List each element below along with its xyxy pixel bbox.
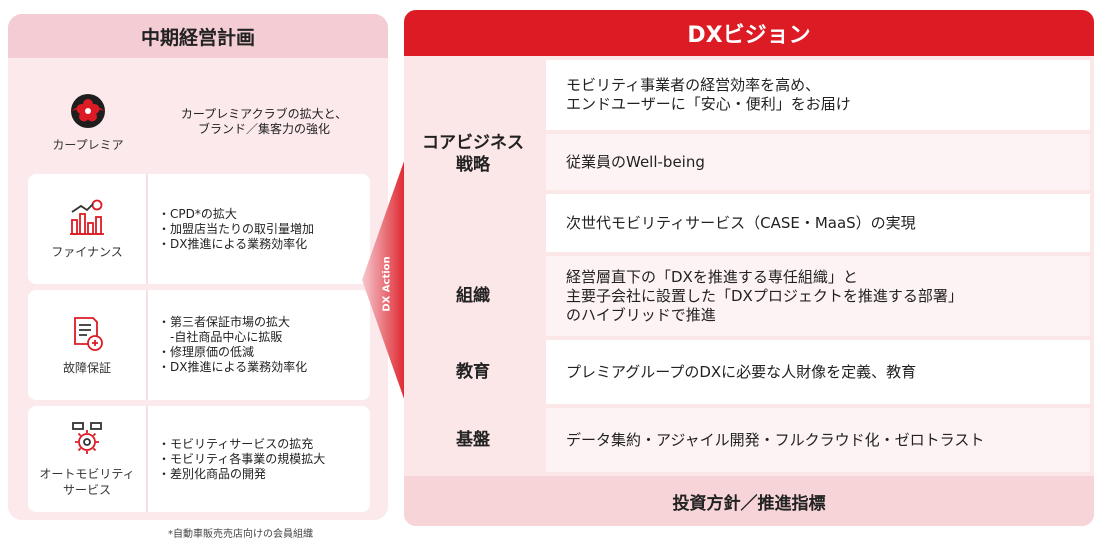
dx-vision-title: DXビジョン [404, 10, 1094, 56]
business-unit-auto-mobility: オートモビリティ サービス ・モビリティサービスの拡充 ・モビリティ各事業の規模… [28, 406, 370, 512]
business-unit-car-premia: カープレミア カープレミアクラブの拡大と、 ブランド／集客力の強化 [28, 66, 370, 178]
vision-item: データ集約・アジャイル開発・フルクラウド化・ゼロトラスト [546, 408, 1090, 472]
mid-term-plan-panel: 中期経営計画 [8, 14, 388, 520]
mobility-gear-icon [67, 420, 107, 460]
row-core-business: コアビジネス戦略 モビリティ事業者の経営効率を高め、 エンドユーザーに「安心・便… [404, 56, 1094, 252]
business-units: カープレミア カープレミアクラブの拡大と、 ブランド／集客力の強化 [8, 58, 388, 520]
unit-description: ・第三者保証市場の拡大 -自社商品中心に拡販 ・修理原価の低減 ・DX推進による… [158, 315, 308, 374]
vision-item: 従業員のWell-being [546, 134, 1090, 190]
row-organization: 組織 経営層直下の「DXを推進する専任組織」と 主要子会社に設置した「DXプロジ… [404, 256, 1094, 336]
vision-item: 次世代モビリティサービス（CASE・MaaS）の実現 [546, 194, 1090, 252]
mid-term-plan-title: 中期経営計画 [8, 14, 388, 58]
dx-action-label: DX Action [382, 256, 394, 312]
row-label: 基盤 [456, 430, 490, 450]
business-unit-warranty: 故障保証 ・第三者保証市場の拡大 -自社商品中心に拡販 ・修理原価の低減 ・DX… [28, 290, 370, 400]
warranty-document-icon [67, 314, 107, 354]
vision-item: 経営層直下の「DXを推進する専任組織」と 主要子会社に設置した「DXプロジェクト… [546, 256, 1090, 336]
investment-policy-footer: 投資方針／推進指標 [404, 476, 1094, 526]
vision-item: モビリティ事業者の経営効率を高め、 エンドユーザーに「安心・便利」をお届け [546, 60, 1090, 130]
unit-description: ・CPD*の拡大 ・加盟店当たりの取引量増加 ・DX推進による業務効率化 [158, 206, 315, 251]
premia-flower-logo-icon [68, 91, 108, 131]
row-label: 組織 [456, 286, 490, 306]
row-label: 教育 [456, 362, 490, 382]
row-infrastructure: 基盤 データ集約・アジャイル開発・フルクラウド化・ゼロトラスト [404, 408, 1094, 472]
unit-name: オートモビリティ サービス [39, 467, 135, 497]
dx-vision-panel: DXビジョン コアビジネス戦略 モビリティ事業者の経営効率を高め、 エンドユーザ… [404, 10, 1094, 526]
unit-name: 故障保証 [62, 361, 111, 375]
unit-description: ・モビリティサービスの拡充 ・モビリティ各事業の規模拡大 ・差別化商品の開発 [158, 436, 326, 481]
unit-description: カープレミアクラブの拡大と、 ブランド／集客力の強化 [180, 107, 348, 136]
footnote: *自動車販売売店向けの会員組織 [168, 529, 313, 540]
row-label: コアビジネス戦略 [422, 133, 524, 175]
finance-chart-icon [67, 198, 107, 238]
unit-name: ファイナンス [51, 245, 123, 259]
dx-action-arrow [362, 150, 408, 410]
business-unit-finance: ファイナンス ・CPD*の拡大 ・加盟店当たりの取引量増加 ・DX推進による業務… [28, 174, 370, 284]
unit-name: カープレミア [52, 138, 124, 152]
row-education: 教育 プレミアグループのDXに必要な人財像を定義、教育 [404, 340, 1094, 404]
vision-item: プレミアグループのDXに必要な人財像を定義、教育 [546, 340, 1090, 404]
